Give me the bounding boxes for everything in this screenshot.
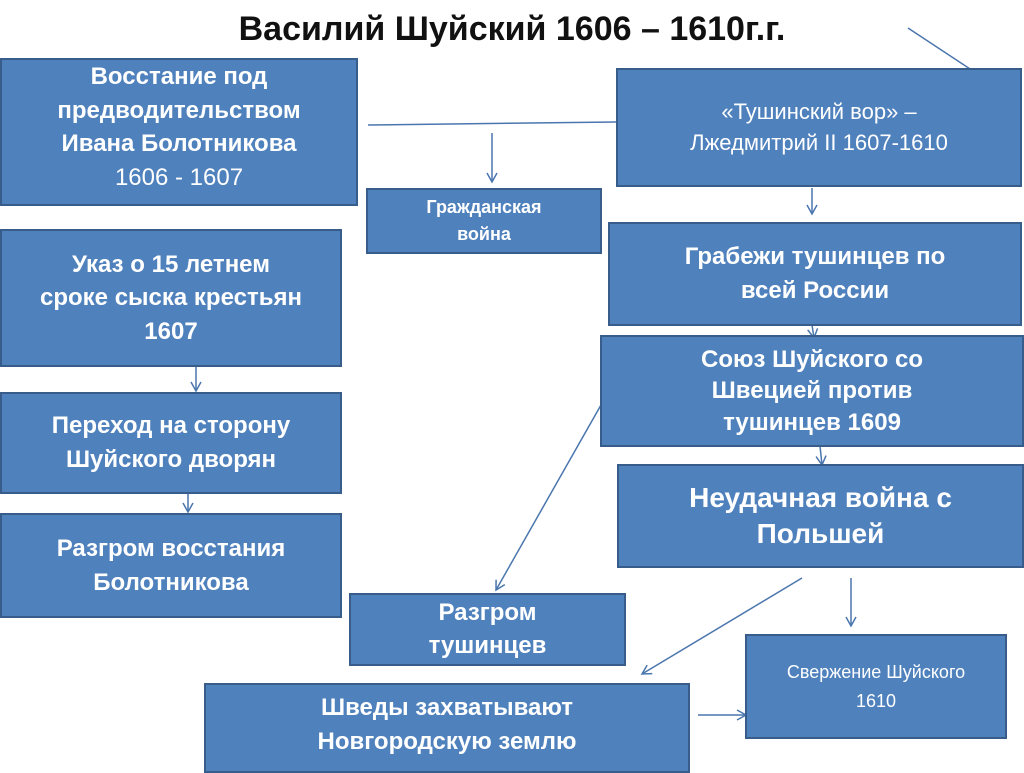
slide-title: Василий Шуйский 1606 – 1610г.г. [238,10,786,48]
arrow [495,374,619,592]
arrow [640,577,803,675]
arrow [815,445,827,467]
box-tushino-thief: «Тушинский вор» –Лжедмитрий II 1607-1610 [616,68,1022,187]
connector-line [367,121,617,126]
